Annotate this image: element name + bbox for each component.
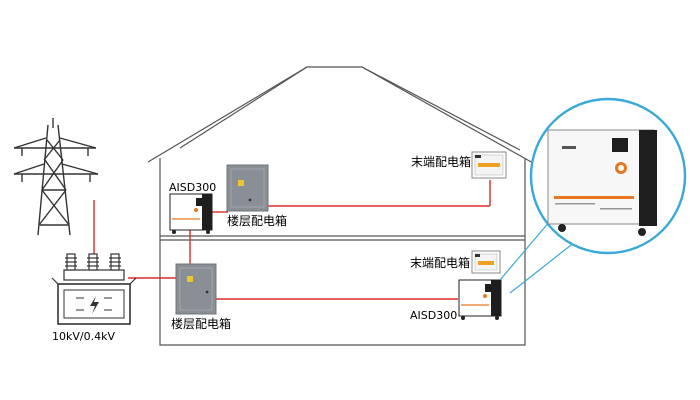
transformer-label: 10kV/0.4kV [52,330,115,343]
aisd300-label-top: AISD300 [169,181,217,194]
floor-distribution-box-bottom [175,263,217,315]
aisd300-device-enlarged [547,129,657,236]
aisd300-device-bottom [458,279,502,320]
floor-box-label-bottom: 楼层配电箱 [171,317,232,331]
end-distribution-box-bottom [471,250,501,274]
end-box-label-top: 末端配电箱 [411,155,472,169]
aisd300-device-top [169,193,213,234]
end-box-label-bottom: 末端配电箱 [410,256,471,270]
transformer-icon [51,253,137,325]
floor-box-label-top: 楼层配电箱 [227,214,288,228]
aisd300-label-bottom: AISD300 [410,309,458,322]
end-distribution-box-top [471,151,507,179]
floor-distribution-box-top [226,164,269,212]
house-outline [147,66,543,346]
power-tower-icon [13,118,99,236]
power-wires [93,180,491,300]
